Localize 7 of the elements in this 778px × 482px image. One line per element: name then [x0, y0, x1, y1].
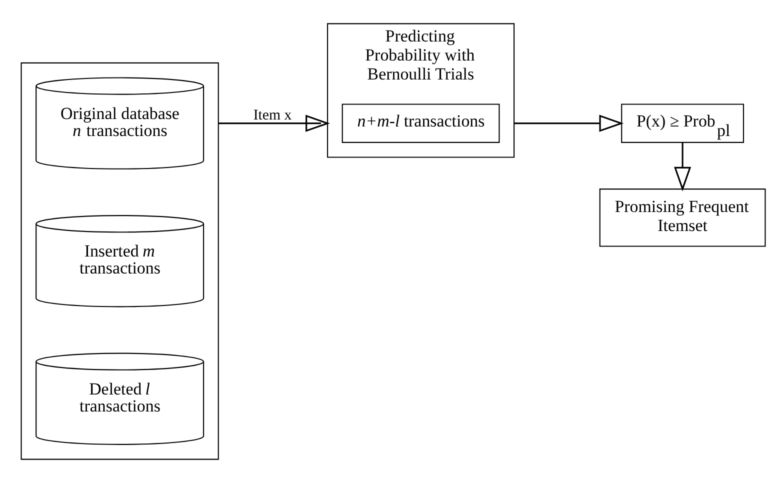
edge-label: Item x: [253, 106, 292, 123]
node-box: Promising Frequent Itemset: [599, 188, 766, 246]
arrow: [218, 114, 330, 132]
arrow: [514, 114, 624, 132]
node-box: n+m-l transactions: [342, 103, 500, 142]
cluster: [20, 62, 219, 460]
arrow: [674, 142, 692, 191]
